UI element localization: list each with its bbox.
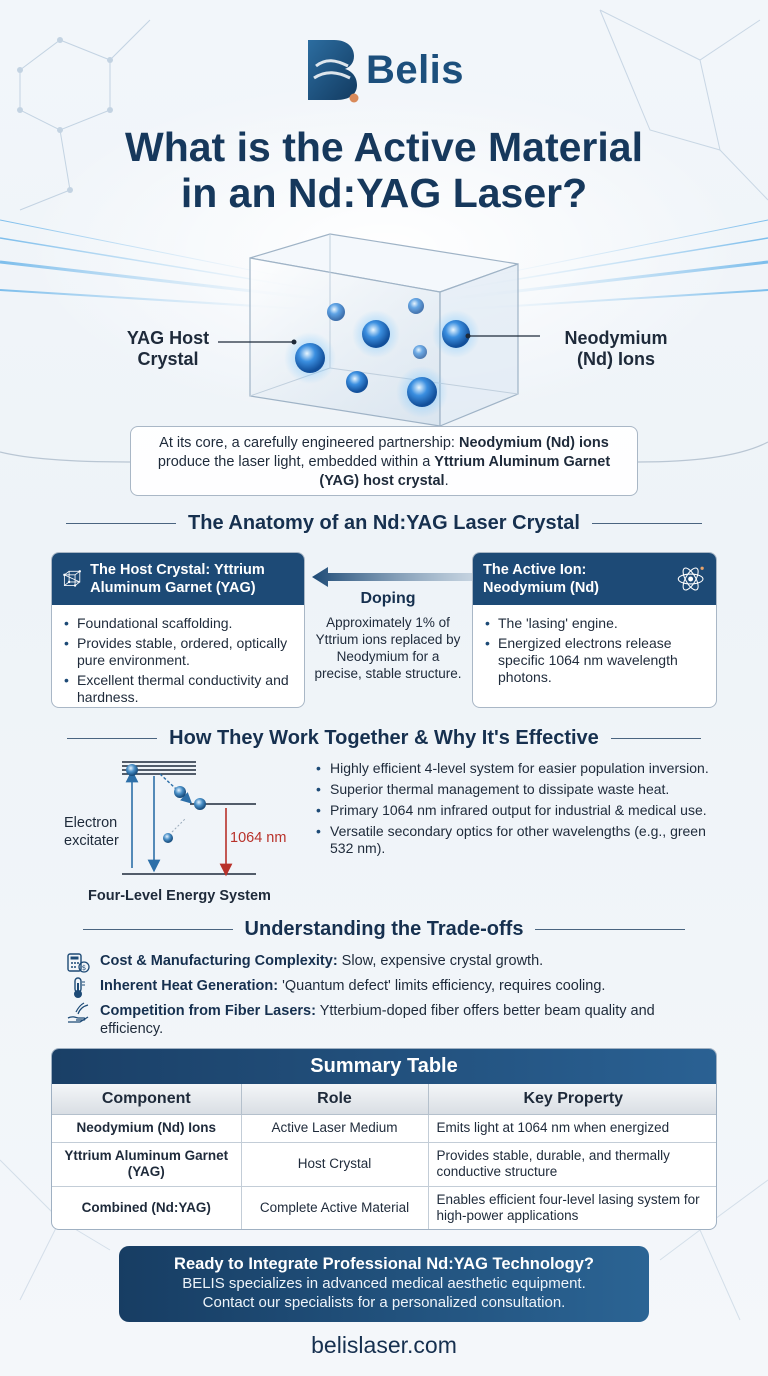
intro-box: At its core, a carefully engineered part… (130, 426, 638, 496)
intro-text-3: . (444, 473, 449, 489)
cta-banner[interactable]: Ready to Integrate Professional Nd:YAG T… (119, 1246, 649, 1322)
table-cell: Emits light at 1064 nm when energized (428, 1114, 716, 1143)
tradeoff-detail: 'Quantum defect' limits efficiency, requ… (278, 978, 606, 994)
summary-title: Summary Table (52, 1049, 716, 1084)
list-item: Excellent thermal conductivity and hardn… (64, 672, 294, 706)
tradeoff-item-cost: $ Cost & Manufacturing Complexity: Slow,… (66, 952, 706, 974)
list-item: Highly efficient 4-level system for easi… (316, 760, 716, 777)
yag-host-crystal-label: YAG Host Crystal (126, 328, 210, 369)
table-cell: Combined (Nd:YAG) (52, 1186, 242, 1229)
table-cell: Complete Active Material (241, 1186, 429, 1229)
active-ion-card-header: The Active Ion: Neodymium (Nd) (473, 553, 716, 605)
atom-icon (677, 566, 704, 591)
doping-title: Doping (360, 590, 416, 607)
heading-rule (66, 523, 177, 524)
cost-calculator-icon: $ (67, 953, 90, 973)
heading-rule (82, 929, 233, 930)
title-line-1: What is the Active Material (125, 124, 643, 170)
tradeoffs-heading-text: Understanding the Trade-offs (244, 918, 524, 940)
works-heading: How They Work Together & Why It's Effect… (0, 727, 768, 750)
heading-rule (67, 738, 158, 739)
thermometer-icon (74, 977, 85, 998)
table-cell: Yttrium Aluminum Garnet (YAG) (52, 1142, 242, 1187)
anatomy-heading: The Anatomy of an Nd:YAG Laser Crystal (0, 512, 768, 535)
website-link[interactable]: belislaser.com (311, 1332, 457, 1358)
energy-diagram-caption: Four-Level Energy System (88, 888, 271, 904)
electron-excitater-label: Electron excitater (64, 814, 134, 850)
effectiveness-bullets: Highly efficient 4-level system for easi… (316, 760, 716, 861)
list-item: Foundational scaffolding. (64, 615, 294, 632)
table-cell: Host Crystal (241, 1142, 429, 1187)
anatomy-heading-text: The Anatomy of an Nd:YAG Laser Crystal (188, 512, 580, 534)
table-cell: Provides stable, durable, and thermally … (428, 1142, 716, 1187)
brand-name: Belis (365, 47, 465, 92)
list-item: Provides stable, ordered, optically pure… (64, 635, 294, 669)
table-cell: Active Laser Medium (241, 1114, 429, 1143)
belis-logo-icon (307, 40, 359, 103)
table-cell: Neodymium (Nd) Ions (52, 1114, 242, 1143)
cta-line-2: Contact our specialists for a personaliz… (202, 1294, 566, 1311)
host-crystal-title: The Host Crystal: Yttrium Aluminum Garne… (90, 562, 265, 596)
title-line-2: in an Nd:YAG Laser? (180, 170, 588, 216)
column-header: Role (241, 1084, 429, 1115)
table-row: Neodymium (Nd) Ions Active Laser Medium … (52, 1114, 716, 1143)
active-ion-title: The Active Ion: Neodymium (Nd) (483, 562, 599, 596)
host-crystal-card: The Host Crystal: Yttrium Aluminum Garne… (51, 552, 305, 708)
list-item: Energized electrons release specific 106… (485, 635, 706, 686)
brand-logo: Belis (0, 36, 768, 104)
table-cell: Enables efficient four-level lasing syst… (436, 1191, 700, 1223)
tradeoff-detail: Ytterbium-doped fiber offers better beam… (100, 1003, 655, 1037)
active-ion-bullets: The 'lasing' engine. Energized electrons… (473, 605, 716, 686)
summary-table: Summary Table Component Role Key Propert… (51, 1048, 717, 1230)
table-row: Combined (Nd:YAG) Complete Active Materi… (52, 1186, 716, 1229)
table-row: Yttrium Aluminum Garnet (YAG) Host Cryst… (52, 1142, 716, 1187)
heading-rule (610, 738, 701, 739)
column-header: Key Property (428, 1084, 716, 1115)
active-ion-card: The Active Ion: Neodymium (Nd) The 'lasi… (472, 552, 717, 708)
doping-arrow-icon (312, 567, 472, 587)
intro-text-1: At its core, a carefully engineered part… (159, 435, 459, 451)
intro-bold-1: Neodymium (Nd) ions (458, 435, 609, 451)
neodymium-ions-label: Neodymium (Nd) Ions (564, 328, 668, 369)
intro-bold-2: Yttrium Aluminum Garnet (YAG) host cryst… (319, 454, 611, 489)
tradeoffs-heading: Understanding the Trade-offs (0, 918, 768, 941)
wavelength-label: 1064 nm (230, 830, 287, 846)
cta-title: Ready to Integrate Professional Nd:YAG T… (174, 1255, 594, 1273)
tradeoff-text: Inherent Heat Generation: 'Quantum defec… (100, 977, 605, 999)
doping-text: Approximately 1% of Yttrium ions replace… (314, 615, 462, 681)
works-heading-text: How They Work Together & Why It's Effect… (169, 727, 599, 749)
crystal-lattice-icon (63, 570, 81, 587)
list-item: Versatile secondary optics for other wav… (316, 823, 716, 857)
intro-text-2: produce the laser light, embedded within… (157, 454, 435, 470)
tradeoff-text: Competition from Fiber Lasers: Ytterbium… (100, 1002, 706, 1038)
svg-text:$: $ (82, 964, 86, 972)
heading-rule (535, 929, 686, 930)
heading-rule (591, 523, 702, 524)
energy-level-diagram (122, 761, 256, 877)
column-header: Component (52, 1084, 242, 1115)
tradeoff-item-heat: Inherent Heat Generation: 'Quantum defec… (66, 977, 706, 999)
page-title: What is the Active Material in an Nd:YAG… (0, 124, 768, 216)
tradeoff-detail: Slow, expensive crystal growth. (337, 953, 544, 969)
list-item: Superior thermal management to dissipate… (316, 781, 716, 798)
tradeoff-bold: Competition from Fiber Lasers: (100, 1003, 316, 1019)
tradeoff-item-fiber: Competition from Fiber Lasers: Ytterbium… (66, 1002, 706, 1038)
crystal-illustration (218, 233, 540, 427)
electron-excitater-text: Electron excitater (64, 815, 119, 849)
host-crystal-card-header: The Host Crystal: Yttrium Aluminum Garne… (52, 553, 304, 605)
fiber-hand-icon (67, 1002, 89, 1023)
tradeoff-bold: Cost & Manufacturing Complexity: (100, 953, 338, 969)
list-item: Primary 1064 nm infrared output for indu… (316, 802, 716, 819)
tradeoff-bold: Inherent Heat Generation: (100, 978, 279, 994)
summary-grid: Component Role Key Property Neodymium (N… (52, 1084, 716, 1229)
neodymium-ions (284, 298, 480, 418)
host-crystal-bullets: Foundational scaffolding. Provides stabl… (52, 605, 304, 706)
list-item: The 'lasing' engine. (485, 615, 706, 632)
table-header-row: Component Role Key Property (52, 1084, 716, 1115)
tradeoff-text: Cost & Manufacturing Complexity: Slow, e… (100, 952, 543, 974)
cta-line-1: BELIS specializes in advanced medical ae… (182, 1275, 586, 1292)
